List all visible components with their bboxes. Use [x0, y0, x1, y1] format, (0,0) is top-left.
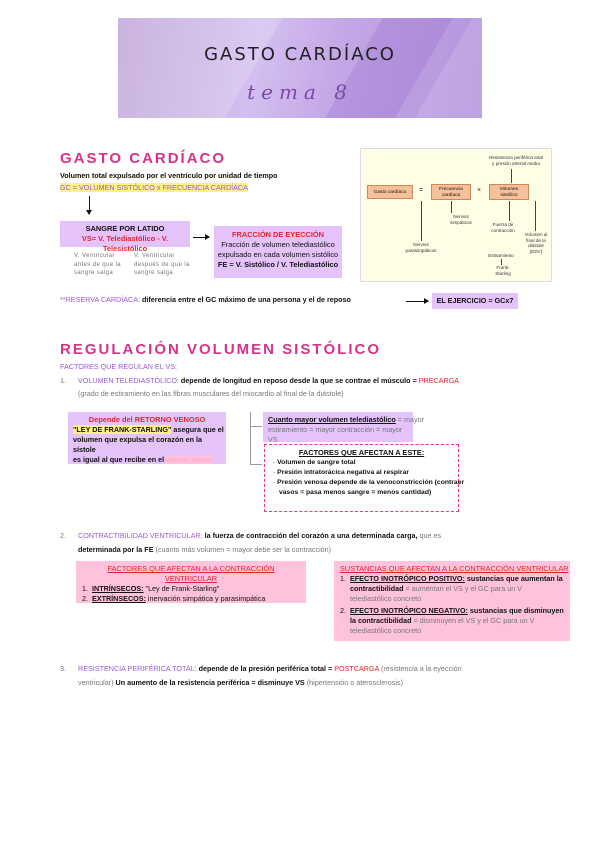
sangre-por-latido-box: SANGRE POR LATIDO VS= V. Telediastólico …	[60, 221, 190, 285]
retorno-title: Depende del RETORNO VENOSO	[88, 415, 206, 424]
sust-title: SUSTANCIAS QUE AFECTAN A LA CONTRACCIÓN …	[340, 564, 569, 573]
definition-text: Volumen total expulsado por el ventrícul…	[60, 171, 278, 180]
arrow-right-2	[406, 298, 429, 304]
section-heading-regulacion: REGULACIÓN VOLUMEN SISTÓLICO	[60, 341, 382, 358]
cuanto-l2: estiramiento = mayor contracción = mayor…	[268, 425, 403, 444]
item-1-label: VOLUMEN TELEDIASTÓLICO:	[78, 376, 179, 385]
cuanto-mayor-box: Cuanto mayor volumen telediastólico = ma…	[263, 412, 424, 444]
fraccion-line-2: expulsado en cada volumen sistólico	[217, 250, 339, 259]
fcv-title: FACTORES QUE AFECTAN A LA CONTRACCIÓN VE…	[107, 564, 275, 583]
fraccion-title: FRACCIÓN DE EYECCIÓN	[232, 230, 324, 239]
sust-p2-l3: telediastólico concreto	[350, 626, 422, 635]
section-heading-gasto: GASTO CARDÍACO	[60, 150, 227, 167]
precarga-label: PRECARGA	[418, 376, 460, 385]
reserva-label: **RESERVA CARDÍACA:	[60, 295, 141, 304]
connector-vertical	[250, 412, 251, 464]
retorno-l2: volumen que expulsa el corazón en la sís…	[73, 435, 203, 454]
factores-afectan-box: FACTORES QUE AFECTAN A ESTE: - Volumen d…	[264, 444, 465, 512]
retorno-l3: es igual al que recibe en el retorno ven…	[73, 455, 215, 464]
afectan-item-1: - Volumen de sangre total	[273, 459, 356, 466]
item-1-text: depende de longitud en reposo desde la q…	[178, 376, 419, 385]
sust-p1-l1: 1. EFECTO INOTRÓPICO POSITIVO: sustancia…	[340, 574, 563, 583]
fraccion-eyeccion-box: FRACCIÓN DE EYECCIÓN Fracción de volumen…	[214, 226, 342, 278]
diag-gasto-box: Gasto cardíaco	[367, 185, 413, 199]
sustancias-box: SUSTANCIAS QUE AFECTAN A LA CONTRACCIÓN …	[334, 561, 570, 641]
sangre-title: SANGRE POR LATIDO	[85, 224, 165, 233]
connector-h1	[250, 426, 262, 427]
page-title: GASTO CARDÍACO	[204, 44, 396, 65]
arrow-down-head	[86, 210, 92, 215]
diag-eq: =	[418, 187, 424, 194]
afectan-item-3b: vasos = pasa menos sangre = menos cantid…	[279, 489, 432, 496]
fraccion-formula: FE = V. Sistólico / V. Telediastólico	[217, 260, 339, 269]
item-1-num: 1.	[60, 376, 66, 385]
sust-p1-l3: telediastólico concreto	[350, 594, 422, 603]
fraccion-line-1: Fracción de volumen telediastólico	[221, 240, 335, 249]
item-2-line-2: determinada por la FE (cuanto más volume…	[78, 545, 332, 554]
item-1-sub: (grado de estiramiento en las fibras mus…	[78, 389, 344, 398]
reserva-text: diferencia entre el GC máximo de una per…	[140, 295, 351, 304]
arrow-right-1	[193, 234, 210, 240]
reserva-line: **RESERVA CARDÍACA: diferencia entre el …	[60, 295, 351, 305]
item-3-line: 3. RESISTENCIA PERIFÉRICA TOTAL: depende…	[60, 664, 462, 673]
afectan-item-2: - Presión intratorácica negativa al resp…	[273, 469, 409, 476]
factores-contraccion-box: FACTORES QUE AFECTAN A LA CONTRACCIÓN VE…	[76, 561, 306, 603]
item-1-line: 1. VOLUMEN TELEDIASTÓLICO: depende de lo…	[60, 376, 459, 386]
afectan-item-3: - Presión venosa depende de la venoconst…	[273, 479, 465, 486]
diag-frank: Frank-Starling	[495, 265, 511, 276]
item-3-line-2: ventricular) Un aumento de la resistenci…	[78, 678, 403, 687]
formula-gc-text: GC = VOLUMEN SISTÓLICO x FRECUENCIA CARD…	[60, 183, 248, 192]
retorno-venoso-box: Depende del RETORNO VENOSO "LEY DE FRANK…	[68, 412, 226, 464]
formula-gc: GC = VOLUMEN SISTÓLICO x FRECUENCIA CARD…	[60, 183, 248, 193]
item-2-line: 2. CONTRACTIBILIDAD VENTRICULAR: la fuer…	[60, 531, 442, 540]
sust-p1-l2: contractibilidad = aumentan el VS y el G…	[350, 584, 522, 593]
factores-label: FACTORES QUE REGULAN EL VS:	[60, 362, 178, 371]
diag-x: ×	[476, 187, 482, 194]
retorno-l1: "LEY DE FRANK-STARLING" asegura que el	[73, 425, 224, 434]
diag-estiramiento: Estiramiento	[488, 253, 514, 258]
fcv-item-2: 2. EXTRÍNSECOS: inervación simpática y p…	[82, 594, 266, 603]
header-banner: GASTO CARDÍACO tema 8	[118, 18, 482, 118]
sust-p2-l1: 2. EFECTO INOTRÓPICO NEGATIVO: sustancia…	[340, 606, 564, 615]
afectan-title: FACTORES QUE AFECTAN A ESTE:	[298, 448, 425, 457]
ejercicio-box: EL EJERCICIO = GCx7	[432, 293, 518, 309]
connector-h2	[250, 464, 262, 465]
arrow-down	[89, 196, 90, 212]
sust-p2-l2: la contractibilidad = disminuyen el VS y…	[350, 616, 535, 625]
fcv-item-1: 1. INTRÍNSECOS: "Ley de Frank-Starling"	[82, 584, 220, 593]
sangre-formula: VS= V. Telediastólico - V. Telesistólico	[81, 234, 169, 253]
page-subtitle: tema 8	[247, 80, 353, 104]
cuanto-l1: Cuanto mayor volumen telediastólico = ma…	[268, 415, 424, 424]
